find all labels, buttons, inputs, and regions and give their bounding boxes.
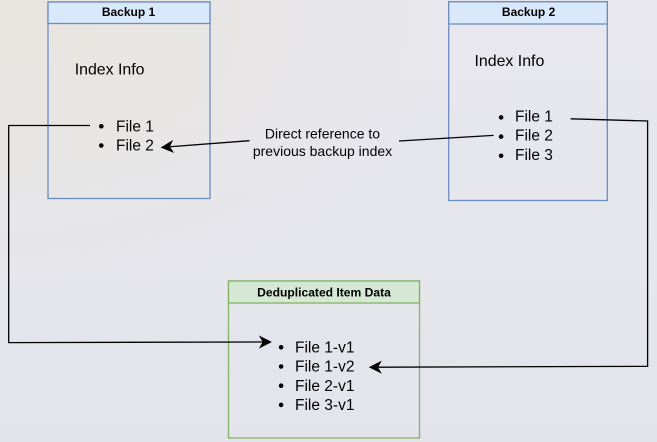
svg-text:File 2: File 2 bbox=[116, 137, 154, 154]
svg-text:previous backup index: previous backup index bbox=[253, 143, 392, 159]
svg-text:File 3-v1: File 3-v1 bbox=[295, 397, 354, 414]
svg-text:File 1-v1: File 1-v1 bbox=[295, 339, 354, 356]
svg-text:File 1: File 1 bbox=[116, 118, 154, 135]
svg-text:Deduplicated Item Data: Deduplicated Item Data bbox=[257, 285, 391, 299]
svg-text:Backup 1: Backup 1 bbox=[102, 5, 156, 19]
svg-text:File 3: File 3 bbox=[515, 147, 553, 164]
svg-text:Direct reference to: Direct reference to bbox=[265, 126, 380, 142]
svg-text:File 1-v2: File 1-v2 bbox=[295, 359, 354, 376]
svg-text:File 1: File 1 bbox=[515, 108, 553, 125]
svg-text:Index Info: Index Info bbox=[475, 53, 545, 70]
svg-text:Backup 2: Backup 2 bbox=[502, 5, 556, 19]
svg-text:Index Info: Index Info bbox=[75, 62, 145, 79]
svg-text:File 2-v1: File 2-v1 bbox=[295, 378, 354, 395]
svg-text:File 2: File 2 bbox=[515, 128, 553, 145]
